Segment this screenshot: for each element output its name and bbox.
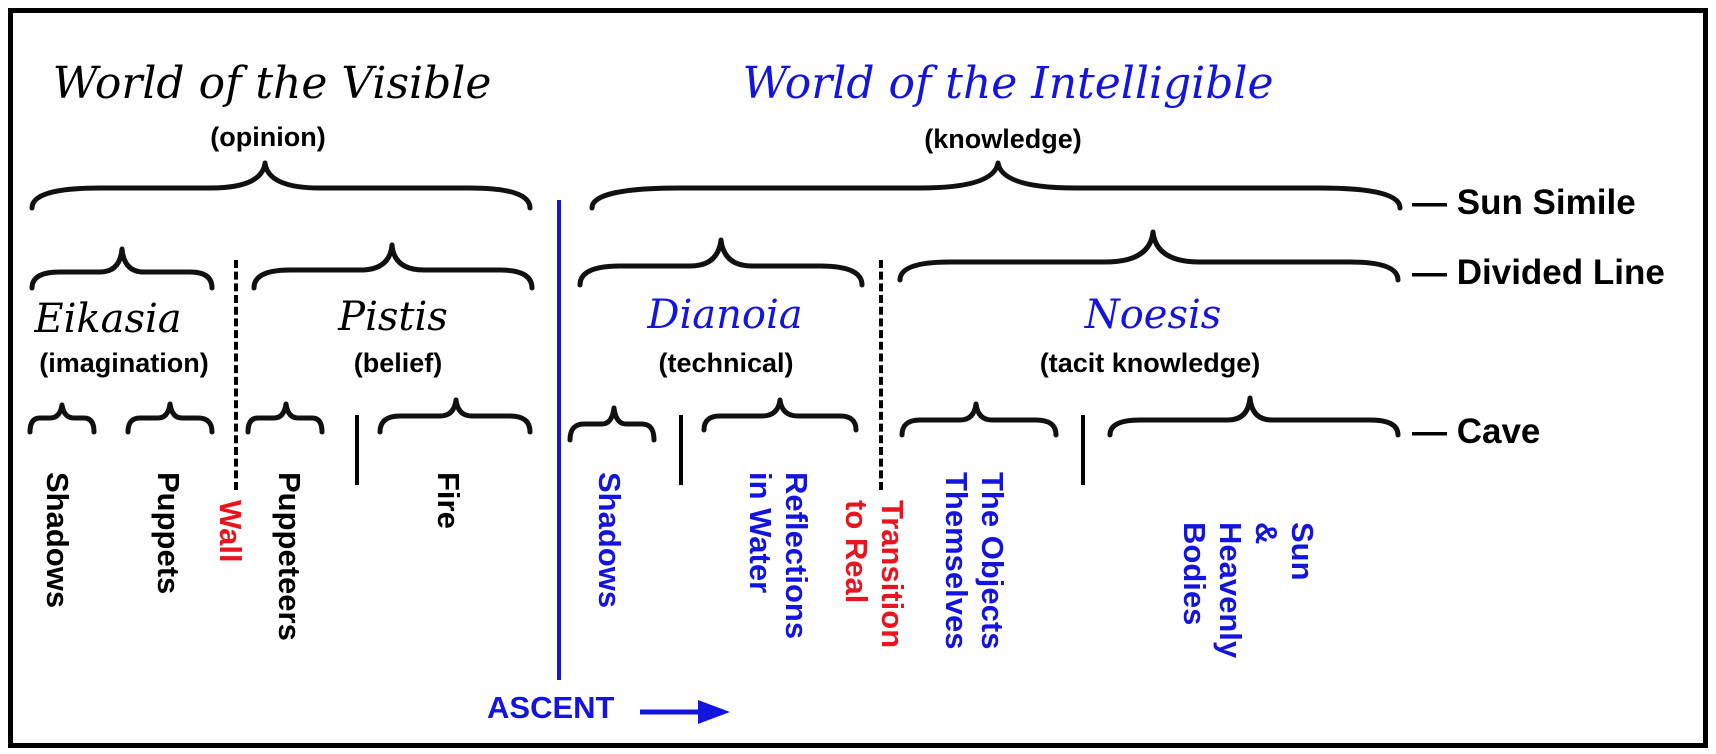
heading-visible-sub: (opinion)	[210, 122, 326, 152]
section-pistis-sub: (belief)	[353, 348, 443, 378]
section-eikasia-sub: (imagination)	[39, 348, 209, 378]
brace-cave-objects	[899, 401, 1059, 438]
heading-visible: World of the Visible	[52, 58, 492, 109]
brace-cave-reflections	[701, 397, 859, 433]
section-dianoia: Dianoia	[647, 292, 803, 338]
row-label-sun-simile: — Sun Simile	[1412, 183, 1636, 222]
section-eikasia: Eikasia	[34, 296, 182, 342]
brace-cave-puppets	[125, 401, 215, 435]
section-dianoia-sub: (technical)	[658, 348, 794, 378]
row-label-divided-line: — Divided Line	[1412, 253, 1665, 292]
brace-visible	[29, 160, 533, 211]
dashed-divider-eikasia-pistis	[234, 260, 238, 490]
ascent-divider	[557, 200, 561, 680]
brace-cave-sun	[1107, 395, 1401, 438]
ascent-label: ASCENT	[487, 690, 615, 725]
dashed-divider-dianoia-noesis	[879, 260, 883, 490]
brace-pistis	[251, 242, 535, 291]
section-noesis: Noesis	[1084, 292, 1222, 338]
brace-cave-shadows-intelligible	[567, 405, 657, 443]
divider-objects-sun	[1081, 415, 1085, 485]
section-pistis: Pistis	[338, 294, 448, 340]
diagram-frame	[8, 8, 1708, 748]
heading-intelligible: World of the Intelligible	[742, 58, 1274, 109]
brace-noesis	[897, 229, 1401, 283]
brace-cave-fire	[377, 397, 533, 435]
brace-cave-shadows-visible	[27, 402, 97, 435]
section-noesis-sub: (tacit knowledge)	[1039, 348, 1261, 378]
row-label-cave: — Cave	[1412, 412, 1541, 451]
divider-shadows-reflections	[679, 415, 683, 485]
heading-intelligible-sub: (knowledge)	[924, 124, 1082, 154]
brace-cave-puppeteers	[245, 401, 325, 435]
brace-dianoia	[577, 237, 865, 288]
brace-intelligible	[589, 160, 1403, 211]
brace-eikasia	[29, 246, 215, 291]
divider-puppeteers-fire	[355, 415, 359, 485]
